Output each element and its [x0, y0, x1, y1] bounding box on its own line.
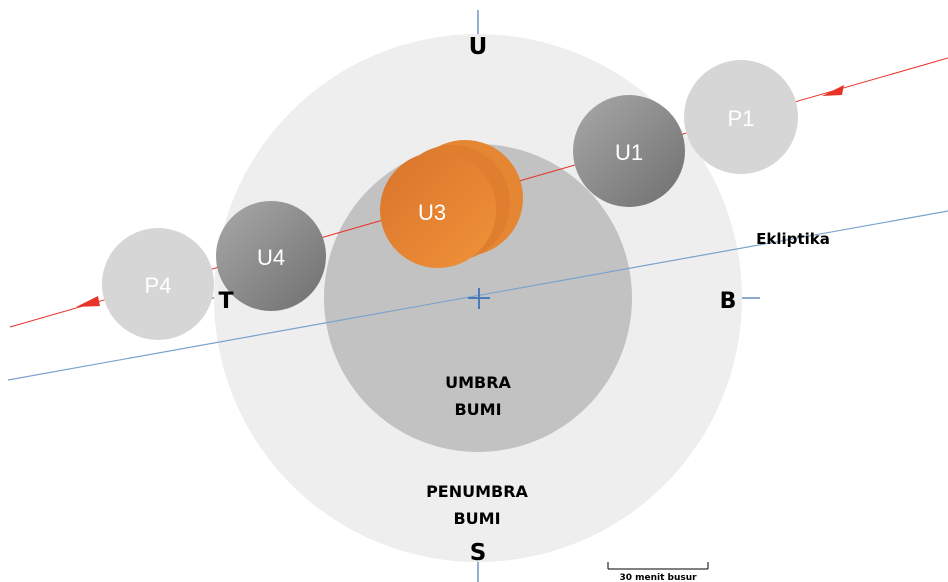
north-label: U [469, 34, 488, 60]
path-arrow-left [76, 296, 100, 307]
moon-p4: P4 [102, 228, 214, 340]
scale-label: 30 menit busur [619, 573, 697, 582]
south-label: S [470, 540, 487, 566]
moon-u4: U4 [216, 201, 326, 311]
moon-p1: P1 [684, 60, 798, 174]
penumbra-label-line2: BUMI [453, 509, 500, 528]
moon-p1-label: P1 [728, 106, 755, 131]
umbra-label-line2: BUMI [454, 400, 501, 419]
east-label: T [218, 289, 233, 314]
moon-p4-label: P4 [145, 273, 172, 298]
moon-u1-label: U1 [615, 140, 643, 165]
west-label: B [720, 289, 737, 314]
moon-u3-label: U3 [418, 200, 446, 225]
ecliptic-label: Ekliptika [756, 230, 830, 248]
moon-u3: U3 [380, 140, 523, 268]
umbra-label-line1: UMBRA [445, 373, 511, 392]
moon-u4-label: U4 [257, 245, 285, 270]
earth-center-cross [468, 288, 490, 309]
penumbra-label-line1: PENUMBRA [426, 482, 528, 501]
moon-u1: U1 [573, 95, 685, 207]
scale-bar [607, 562, 709, 570]
path-arrow-right [822, 85, 844, 96]
